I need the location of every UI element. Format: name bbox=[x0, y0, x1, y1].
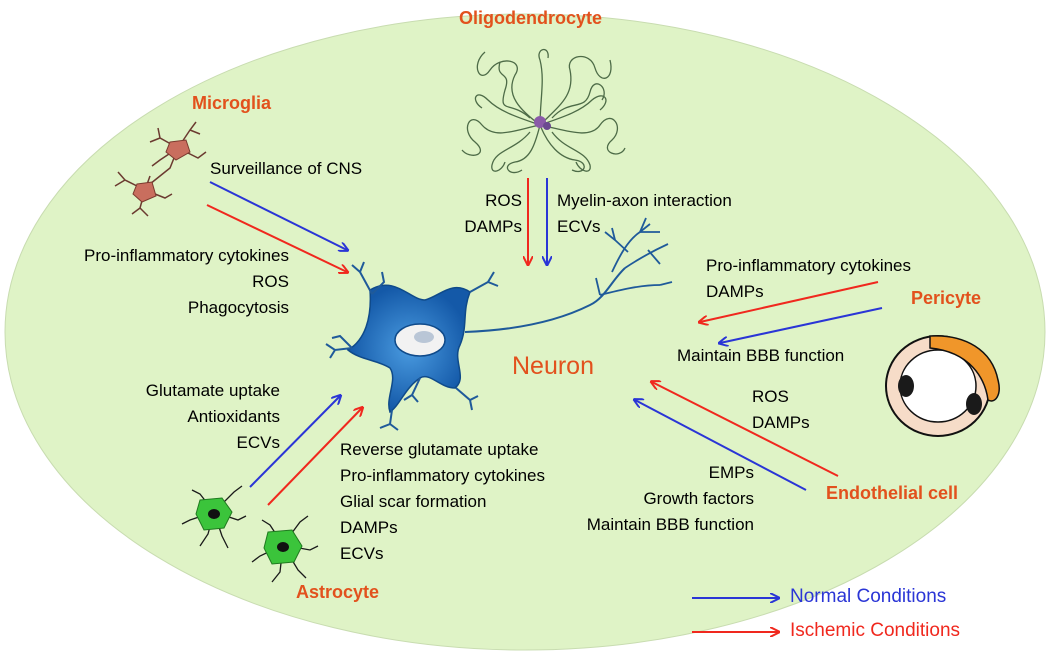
endo-ischemic-label-2: DAMPs bbox=[752, 413, 810, 432]
legend-ischemic-label: Ischemic Conditions bbox=[790, 620, 961, 641]
endo-normal-arrow bbox=[635, 400, 807, 491]
endo-normal-label-3: Maintain BBB function bbox=[586, 515, 754, 534]
oligo-normal-label-1: Myelin-axon interaction bbox=[557, 191, 732, 210]
pericyte-title: Pericyte bbox=[911, 288, 982, 308]
pericyte-ischemic-label-1: Pro-inflammatory cytokines bbox=[706, 256, 912, 275]
astrocyte-title: Astrocyte bbox=[296, 582, 380, 602]
oligodendrocyte-icon bbox=[461, 48, 626, 174]
pericyte-normal-arrow bbox=[720, 307, 883, 343]
microglia-body-1 bbox=[165, 139, 191, 161]
oligodendrocyte-title: Oligodendrocyte bbox=[459, 8, 603, 28]
pericyte-ischemic-label-2: DAMPs bbox=[706, 282, 764, 301]
endo-normal-label-2: Growth factors bbox=[643, 489, 754, 508]
microglia-body-2 bbox=[132, 181, 157, 203]
astro-ischemic-label-1: Reverse glutamate uptake bbox=[340, 440, 539, 459]
legend-normal-label: Normal Conditions bbox=[790, 586, 947, 607]
pericyte-capillary-icon bbox=[885, 335, 1000, 437]
endo-ischemic-label-1: ROS bbox=[752, 387, 789, 406]
oligo-ischemic-label-2: DAMPs bbox=[464, 217, 522, 236]
pericyte-normal-label: Maintain BBB function bbox=[677, 346, 845, 365]
microglia-ischemic-label-1: Pro-inflammatory cytokines bbox=[83, 246, 289, 265]
oligodendrocyte-nucleus bbox=[534, 116, 546, 128]
endothelial-title: Endothelial cell bbox=[826, 483, 959, 503]
background-ellipse bbox=[4, 13, 1046, 651]
microglia-ischemic-label-2: ROS bbox=[252, 272, 289, 291]
microglia-normal-label: Surveillance of CNS bbox=[210, 159, 363, 178]
oligo-normal-label-2: ECVs bbox=[557, 217, 601, 236]
neuron-icon bbox=[325, 217, 673, 431]
endo-ischemic-arrow bbox=[652, 382, 839, 477]
astro-normal-arrow bbox=[249, 396, 340, 488]
astro-ischemic-label-4: DAMPs bbox=[340, 518, 398, 537]
astro-normal-label-2: Antioxidants bbox=[187, 407, 280, 426]
astro-normal-label-1: Glutamate uptake bbox=[145, 381, 280, 400]
microglia-ischemic-arrow bbox=[206, 204, 347, 272]
astro-ischemic-label-3: Glial scar formation bbox=[340, 492, 487, 511]
pericyte-ischemic-arrow bbox=[700, 281, 879, 322]
endo-normal-label-1: EMPs bbox=[708, 463, 754, 482]
astro-normal-label-3: ECVs bbox=[236, 433, 280, 452]
microglia-ischemic-label-3: Phagocytosis bbox=[187, 298, 289, 317]
neuron-title: Neuron bbox=[512, 352, 594, 380]
astro-ischemic-label-2: Pro-inflammatory cytokines bbox=[340, 466, 546, 485]
oligo-ischemic-label-1: ROS bbox=[485, 191, 522, 210]
astro-ischemic-arrow bbox=[267, 408, 362, 506]
astro-ischemic-label-5: ECVs bbox=[340, 544, 384, 563]
microglia-title: Microglia bbox=[192, 93, 272, 113]
microglia-normal-arrow bbox=[209, 181, 347, 250]
